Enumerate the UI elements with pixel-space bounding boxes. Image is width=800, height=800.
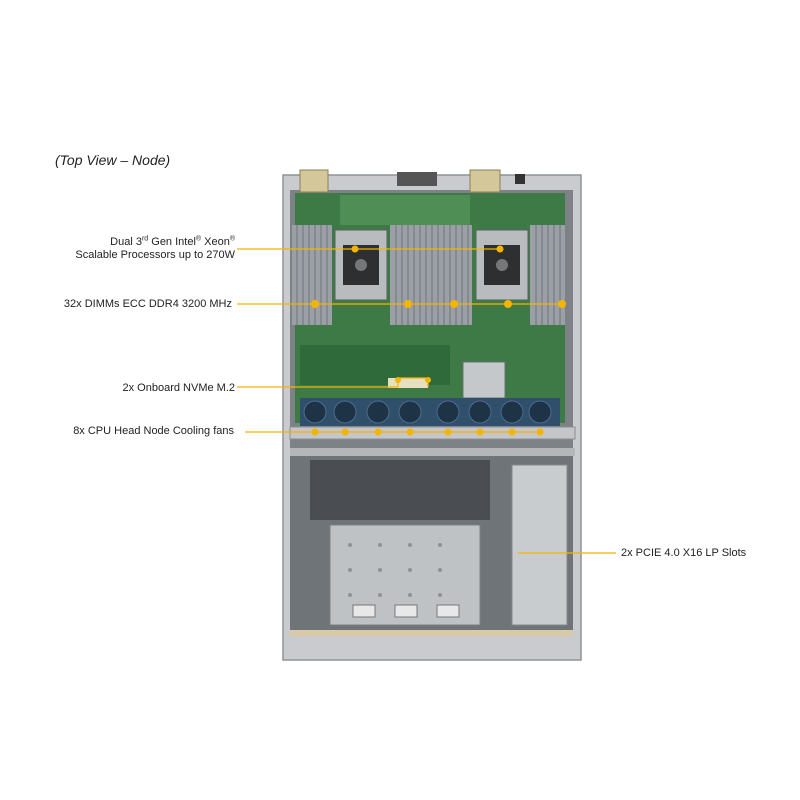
callout-cpu: Dual 3rd Gen Intel® Xeon® Scalable Proce… xyxy=(75,235,235,262)
rear-connector xyxy=(469,169,501,193)
motherboard-upper-area xyxy=(340,195,470,225)
pcie-riser xyxy=(511,464,568,626)
callout-cpu-line2: Scalable Processors up to 270W xyxy=(75,249,235,261)
drive-cage-holes xyxy=(348,543,442,597)
cpu-heatsink-left xyxy=(334,229,388,301)
cpu-heatsink-right xyxy=(475,229,529,301)
rear-connector xyxy=(515,174,525,184)
connector-block xyxy=(436,604,460,618)
rear-connector xyxy=(397,172,437,186)
callout-dots xyxy=(311,245,566,436)
callout-cpu-line1: Dual 3rd Gen Intel® Xeon® xyxy=(110,235,235,248)
callout-dimm: 32x DIMMs ECC DDR4 3200 MHz xyxy=(63,298,232,310)
fan-bracket xyxy=(289,426,576,440)
fans xyxy=(303,400,552,424)
callout-fans: 8x CPU Head Node Cooling fans xyxy=(73,425,234,437)
chipset-heatsink xyxy=(462,361,506,399)
front-panel xyxy=(290,630,573,636)
callout-pcie: 2x PCIE 4.0 X16 LP Slots xyxy=(621,547,747,559)
connector-block xyxy=(352,604,376,618)
m2-slot xyxy=(388,378,428,388)
rear-connector xyxy=(299,169,329,193)
callout-lines xyxy=(237,248,616,554)
fan-bracket-lower xyxy=(290,448,575,456)
dimm-slot-lines xyxy=(296,225,561,325)
view-title: (Top View – Node) xyxy=(55,152,171,168)
cable-area xyxy=(310,460,490,520)
callout-nvme: 2x Onboard NVMe M.2 xyxy=(122,382,236,394)
connector-block xyxy=(394,604,418,618)
